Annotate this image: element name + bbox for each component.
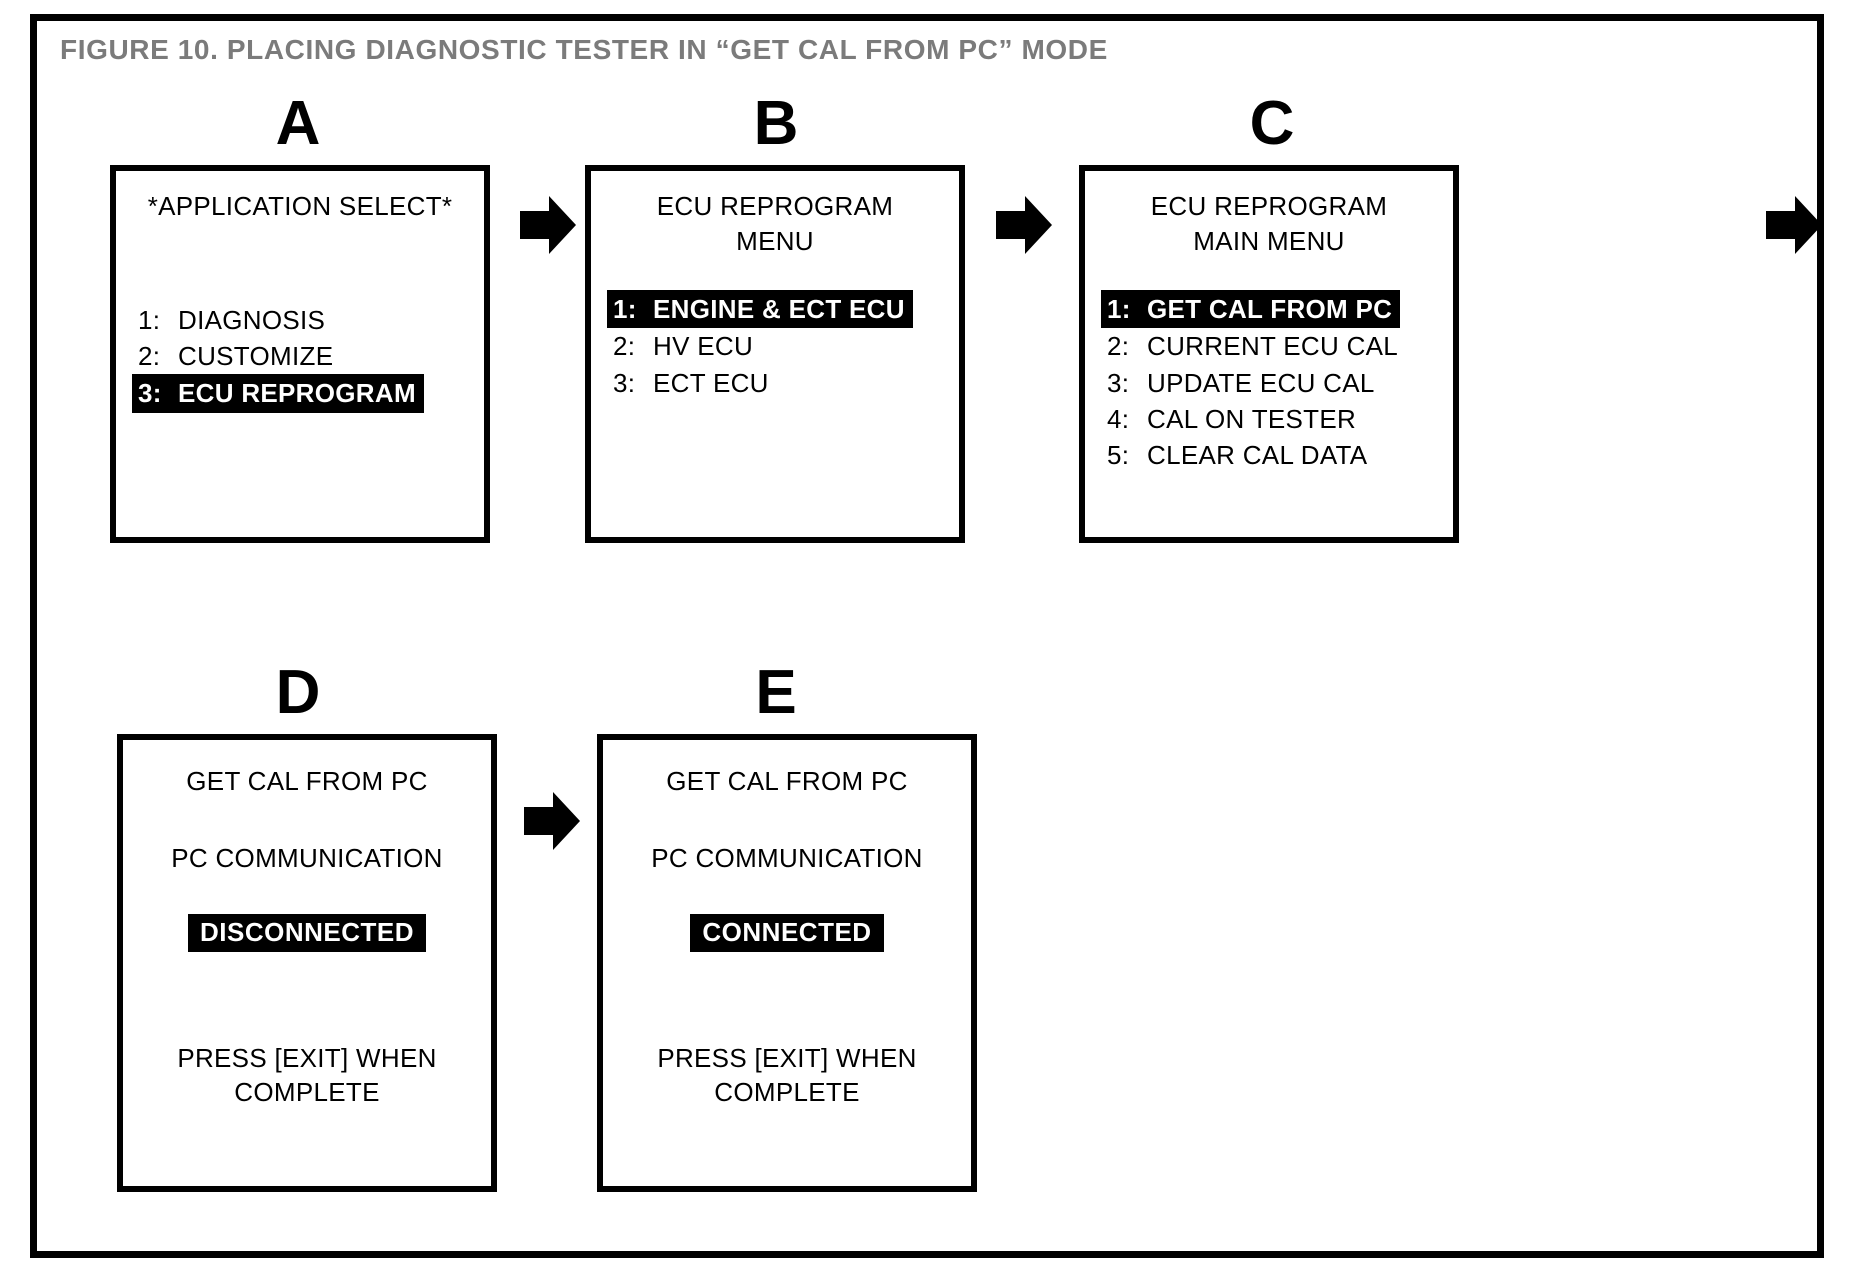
menu-item-c-5-label: CLEAR CAL DATA [1147,440,1368,471]
panel-letter-c: C [1249,89,1295,158]
tester-screen-b: ECU REPROGRAM MENU 1: ENGINE & ECT ECU 2… [585,165,965,543]
screen-b-title-line2: MENU [736,225,814,256]
screen-c-menu: 1: GET CAL FROM PC 2: CURRENT ECU CAL 3:… [1085,290,1453,474]
menu-item-c-2-index: 2: [1107,331,1130,362]
menu-item-a-1-label: DIAGNOSIS [178,304,326,335]
menu-item-b-2-label: HV ECU [653,331,754,362]
arrow-b-to-c [996,194,1052,256]
menu-item-b-3-label: ECT ECU [653,367,769,398]
menu-item-c-2[interactable]: 2: CURRENT ECU CAL [1107,328,1398,364]
arrow-c-to-next [1766,194,1822,256]
screen-e-heading: GET CAL FROM PC [666,766,908,796]
menu-item-c-1-index: 1: [1107,294,1131,325]
panel-letter-d: D [275,658,321,727]
menu-item-c-3-label: UPDATE ECU CAL [1147,367,1375,398]
menu-item-c-5[interactable]: 5: CLEAR CAL DATA [1107,437,1367,473]
screen-e-footer-line2: COMPLETE [714,1076,860,1107]
menu-item-a-1-index: 1: [138,304,161,335]
menu-item-a-3-selected[interactable]: 3: ECU REPROGRAM [132,374,424,413]
tester-screen-c: ECU REPROGRAM MAIN MENU 1: GET CAL FROM … [1079,165,1459,543]
screen-c-title-line2: MAIN MENU [1193,225,1345,256]
menu-item-b-2-index: 2: [613,331,636,362]
status-badge-connected: CONNECTED [690,914,884,952]
menu-item-c-3[interactable]: 3: UPDATE ECU CAL [1107,365,1375,401]
menu-item-b-1-index: 1: [613,294,637,325]
screen-b-menu: 1: ENGINE & ECT ECU 2: HV ECU 3: ECT ECU [591,290,959,401]
menu-item-c-2-label: CURRENT ECU CAL [1147,331,1399,362]
screen-a-menu: 1: DIAGNOSIS 2: CUSTOMIZE 3: ECU REPROGR… [116,302,484,413]
panel-letter-e: E [755,658,797,727]
menu-item-a-2[interactable]: 2: CUSTOMIZE [138,338,333,374]
menu-item-a-3-index: 3: [138,378,162,409]
menu-item-c-3-index: 3: [1107,367,1130,398]
figure-title: FIGURE 10. PLACING DIAGNOSTIC TESTER IN … [60,34,1108,65]
menu-item-a-3-label: ECU REPROGRAM [178,378,416,409]
screen-c-title-line1: ECU REPROGRAM [1150,191,1388,221]
screen-e-subheading: PC COMMUNICATION [651,843,923,873]
screen-e-status-wrap: CONNECTED [603,914,971,952]
screen-d-heading: GET CAL FROM PC [186,766,428,796]
menu-item-b-1-selected[interactable]: 1: ENGINE & ECT ECU [607,290,913,329]
menu-item-c-4[interactable]: 4: CAL ON TESTER [1107,401,1356,437]
menu-item-c-1-selected[interactable]: 1: GET CAL FROM PC [1101,290,1401,329]
tester-screen-a: *APPLICATION SELECT* 1: DIAGNOSIS 2: CUS… [110,165,490,543]
screen-e-footer-line1: PRESS [EXIT] WHEN [657,1043,917,1073]
status-badge-disconnected: DISCONNECTED [187,914,426,952]
menu-item-c-5-index: 5: [1107,440,1130,471]
screen-d-footer-line1: PRESS [EXIT] WHEN [177,1043,437,1073]
tester-screen-e: GET CAL FROM PC PC COMMUNICATION CONNECT… [597,734,977,1192]
arrow-a-to-b [520,194,576,256]
screen-b-title-line1: ECU REPROGRAM [656,191,894,221]
menu-item-b-2[interactable]: 2: HV ECU [613,328,753,364]
menu-item-b-1-label: ENGINE & ECT ECU [653,294,905,325]
menu-item-b-3-index: 3: [613,367,636,398]
menu-item-a-2-index: 2: [138,340,161,371]
screen-a-title-line1: *APPLICATION SELECT* [147,191,453,221]
tester-screen-d: GET CAL FROM PC PC COMMUNICATION DISCONN… [117,734,497,1192]
menu-item-c-4-index: 4: [1107,404,1130,435]
menu-item-a-1[interactable]: 1: DIAGNOSIS [138,302,325,338]
menu-item-a-2-label: CUSTOMIZE [178,340,334,371]
menu-item-b-3[interactable]: 3: ECT ECU [613,365,769,401]
arrow-d-to-e [524,790,580,852]
menu-item-c-4-label: CAL ON TESTER [1147,404,1357,435]
menu-item-c-1-label: GET CAL FROM PC [1147,294,1393,325]
panel-letter-b: B [753,89,799,158]
screen-d-footer-line2: COMPLETE [234,1076,380,1107]
screen-d-status-wrap: DISCONNECTED [123,914,491,952]
panel-letter-a: A [275,89,321,158]
screen-d-subheading: PC COMMUNICATION [171,843,443,873]
